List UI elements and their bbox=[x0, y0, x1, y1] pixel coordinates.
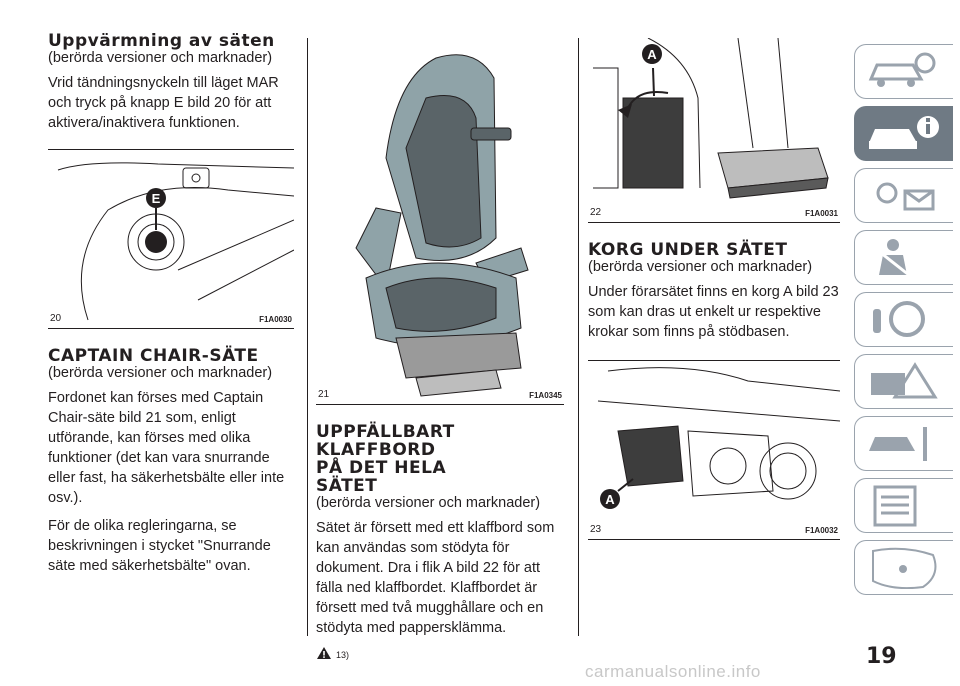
figure-20: E 20 F1A0030 bbox=[48, 149, 294, 329]
figure-21-seat-illustration bbox=[355, 54, 529, 397]
chapter-tabs bbox=[854, 44, 960, 602]
callout-a-22: A bbox=[647, 47, 657, 62]
callout-e: E bbox=[152, 191, 161, 206]
figure-21-code: F1A0345 bbox=[529, 391, 562, 400]
steering-wheel-icon bbox=[873, 301, 925, 337]
figure-22-number: 22 bbox=[590, 207, 602, 218]
column-3: A 22 F1A0031 KORG UNDER SÄTET (berörda v… bbox=[588, 38, 840, 540]
tab-warning-lights[interactable] bbox=[854, 168, 953, 223]
figure-22-illustration: A bbox=[593, 38, 829, 199]
heading-basket: KORG UNDER SÄTET bbox=[588, 240, 788, 260]
figure-23: A 23 F1A0032 bbox=[588, 360, 840, 540]
column-1: Uppvärmning av säten (berörda versioner … bbox=[48, 32, 294, 584]
alphabet-index-icon bbox=[872, 547, 937, 589]
tab-index[interactable] bbox=[854, 540, 953, 595]
figure-21-number: 21 bbox=[318, 389, 330, 400]
subheading-versions: (berörda versioner och marknader) bbox=[48, 50, 273, 66]
subheading-versions-4: (berörda versioner och marknader) bbox=[588, 259, 813, 275]
tab-starting-driving[interactable] bbox=[854, 292, 953, 347]
figure-20-illustration: E bbox=[57, 162, 294, 321]
warning-reference: 13) bbox=[316, 646, 564, 660]
heading-fold-table: UPPFÄLLBART KLAFFBORD PÅ DET HELA SÄTET bbox=[316, 422, 455, 496]
figure-22: A 22 F1A0031 bbox=[588, 38, 840, 223]
car-dashboard-icon bbox=[868, 52, 936, 87]
paragraph-basket: Under förarsätet finns en korg A bild 23… bbox=[588, 284, 839, 340]
seatbelt-icon bbox=[879, 239, 910, 277]
document-list-icon bbox=[873, 485, 917, 527]
paragraph-fold-table: Sätet är försett med ett klaffbord som k… bbox=[316, 520, 555, 636]
heading-seat-heating: Uppvärmning av säten bbox=[48, 31, 275, 51]
watermark: carmanualsonline.info bbox=[585, 662, 761, 681]
callout-a-23: A bbox=[605, 492, 615, 507]
tab-emergency[interactable] bbox=[854, 354, 953, 409]
warning-lights-icon bbox=[876, 182, 935, 211]
car-info-icon bbox=[869, 116, 939, 149]
column-2: 21 F1A0345 UPPFÄLLBART KLAFFBORD PÅ DET … bbox=[316, 38, 564, 660]
page-number: 19 bbox=[866, 644, 897, 669]
figure-22-code: F1A0031 bbox=[805, 209, 838, 218]
tab-safety[interactable] bbox=[854, 230, 953, 285]
subheading-versions-3: (berörda versioner och marknader) bbox=[316, 495, 541, 511]
tab-car-info[interactable] bbox=[854, 106, 953, 161]
paragraph-adjustments: För de olika regleringarna, se beskrivni… bbox=[48, 518, 271, 574]
column-divider-2 bbox=[578, 38, 579, 636]
figure-21: 21 F1A0345 bbox=[316, 38, 564, 405]
car-wrench-icon bbox=[869, 427, 927, 461]
figure-23-illustration: A bbox=[597, 367, 840, 509]
column-divider-1 bbox=[307, 38, 308, 636]
tab-maintenance[interactable] bbox=[854, 416, 953, 471]
heading-captain-chair: CAPTAIN CHAIR-SÄTE bbox=[48, 346, 259, 366]
tab-dashboard[interactable] bbox=[854, 44, 953, 99]
subheading-versions-2: (berörda versioner och marknader) bbox=[48, 365, 273, 381]
figure-20-number: 20 bbox=[50, 313, 62, 324]
tab-technical-data[interactable] bbox=[854, 478, 953, 533]
paragraph-seat-heating: Vrid tändningsnyckeln till läget MAR och… bbox=[48, 75, 279, 131]
emergency-triangle-icon bbox=[871, 362, 938, 399]
warning-triangle-icon bbox=[317, 647, 331, 659]
figure-23-number: 23 bbox=[590, 524, 602, 535]
figure-23-code: F1A0032 bbox=[805, 526, 838, 535]
paragraph-captain-chair: Fordonet kan förses med Captain Chair-sä… bbox=[48, 390, 285, 506]
figure-20-code: F1A0030 bbox=[259, 315, 292, 324]
warning-ref-text: 13) bbox=[336, 650, 350, 660]
